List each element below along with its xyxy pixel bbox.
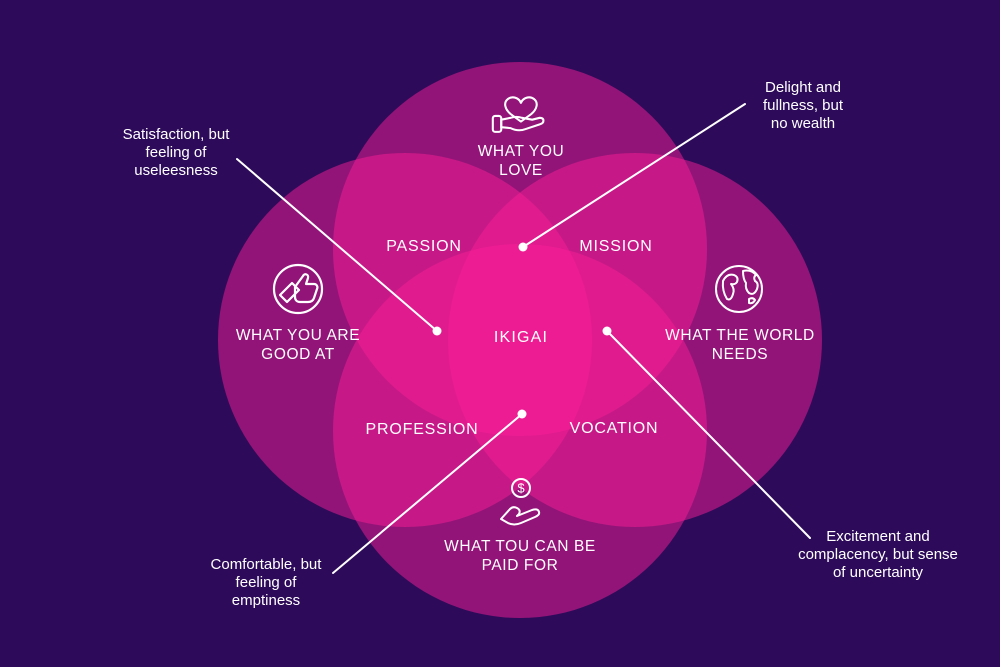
thumbs-up-icon — [270, 261, 326, 317]
annotation-line-text: feeling of — [145, 144, 207, 161]
region-label-profession: PROFESSION — [365, 421, 479, 438]
label-what-you-are-good-at: WHAT YOU ARE GOOD AT — [236, 326, 360, 364]
region-label-vocation: VOCATION — [569, 420, 659, 437]
label-line: GOOD AT — [261, 346, 335, 363]
money-hand-icon: $ — [493, 477, 547, 531]
annotation-line-text: Satisfaction, but — [122, 126, 230, 143]
region-label-mission: MISSION — [579, 238, 653, 255]
annotation-line-text: emptiness — [231, 592, 301, 609]
annotation-line-text: of uncertainty — [832, 564, 924, 581]
annotation-excitement: Excitement and complacency, but sense of… — [798, 528, 958, 582]
label-what-you-can-be-paid-for: WHAT TOU CAN BE PAID FOR — [444, 537, 596, 575]
label-line: PAID FOR — [481, 557, 559, 574]
globe-icon — [713, 263, 765, 315]
label-what-you-love: WHAT YOU LOVE — [478, 142, 565, 180]
annotation-line-text: useleesness — [134, 162, 218, 179]
label-line: WHAT YOU ARE — [235, 327, 361, 344]
annotation-comfortable: Comfortable, but feeling of emptiness — [211, 556, 322, 610]
annotation-line-text: fullness, but — [762, 97, 844, 114]
label-line: NEEDS — [711, 346, 769, 363]
annotation-satisfaction: Satisfaction, but feeling of useleesness — [123, 126, 230, 180]
dollar-symbol: $ — [517, 481, 525, 496]
label-line: LOVE — [499, 162, 543, 179]
heart-hand-icon — [490, 92, 550, 138]
label-line: WHAT YOU — [477, 143, 565, 160]
annotation-line-text: Comfortable, but — [210, 556, 322, 573]
label-line: WHAT THE WORLD — [665, 327, 815, 344]
annotation-line-text: complacency, but sense — [798, 546, 958, 563]
region-label-ikigai: IKIGAI — [493, 329, 549, 346]
annotation-line-text: no wealth — [770, 115, 836, 132]
region-label-passion: PASSION — [386, 238, 462, 255]
label-line: WHAT TOU CAN BE — [444, 538, 596, 555]
annotation-line-text: Delight and — [765, 79, 841, 96]
label-what-the-world-needs: WHAT THE WORLD NEEDS — [665, 326, 815, 364]
annotation-delight: Delight and fullness, but no wealth — [763, 79, 843, 133]
annotation-line-text: feeling of — [235, 574, 297, 591]
annotation-line-text: Excitement and — [826, 528, 930, 545]
